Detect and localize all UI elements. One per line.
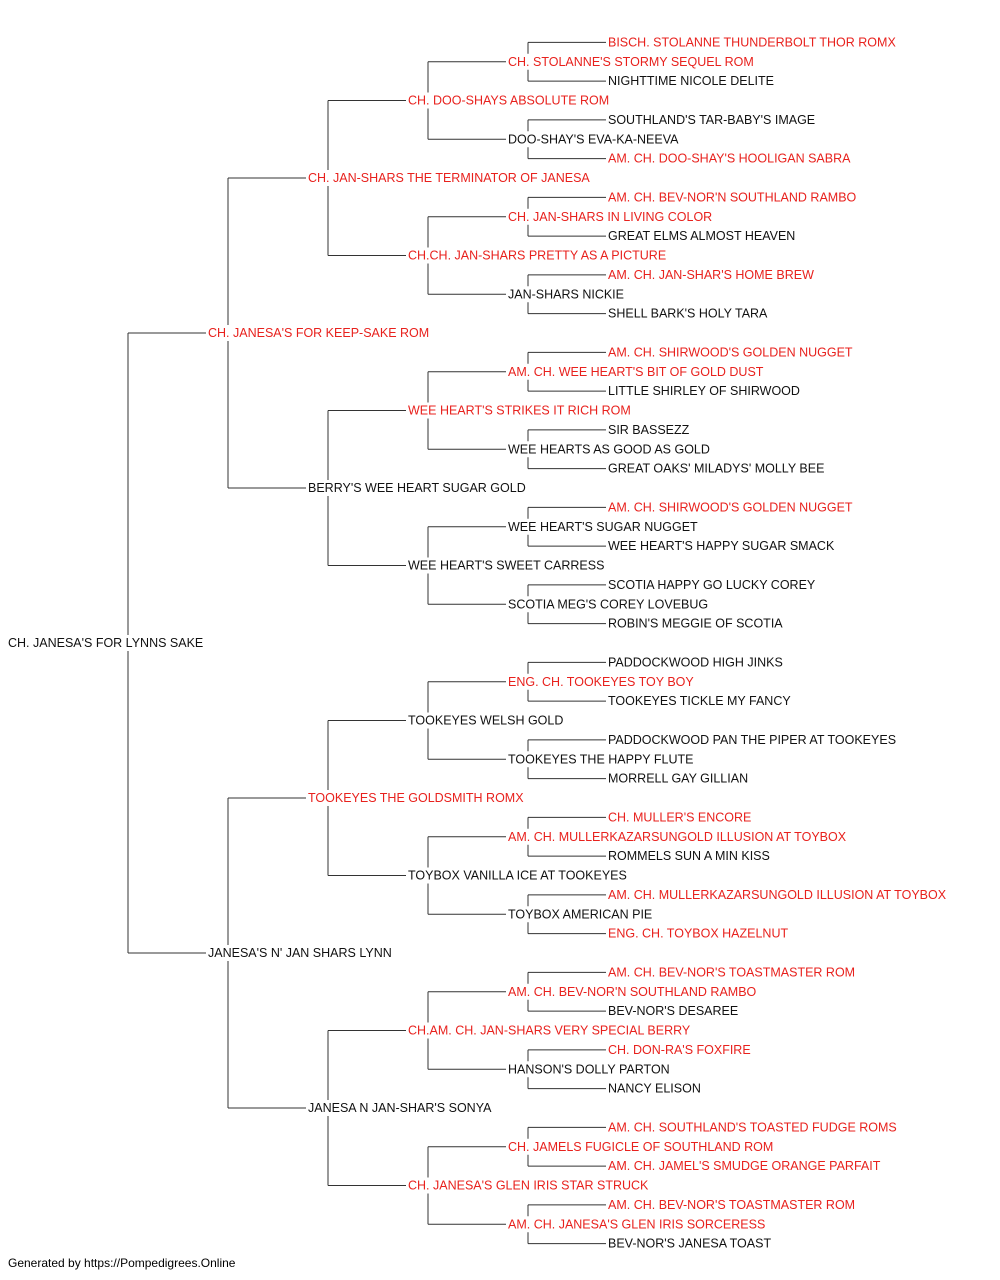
dog-name[interactable]: WEE HEART'S HAPPY SUGAR SMACK: [608, 539, 835, 553]
dog-name[interactable]: AM. CH. SOUTHLAND'S TOASTED FUDGE ROMS: [608, 1120, 897, 1134]
dog-name[interactable]: SOUTHLAND'S TAR-BABY'S IMAGE: [608, 113, 815, 127]
dog-name[interactable]: TOOKEYES THE HAPPY FLUTE: [508, 752, 693, 766]
dog-name[interactable]: AM. CH. BEV-NOR'N SOUTHLAND RAMBO: [608, 190, 857, 204]
dog-name[interactable]: TOYBOX VANILLA ICE AT TOOKEYES: [408, 869, 627, 883]
dog-name[interactable]: AM. CH. JANESA'S GLEN IRIS SORCERESS: [508, 1217, 765, 1231]
dog-name[interactable]: SIR BASSEZZ: [608, 423, 690, 437]
dog-name[interactable]: AM. CH. BEV-NOR'S TOASTMASTER ROM: [608, 1198, 855, 1212]
dog-name[interactable]: CH. STOLANNE'S STORMY SEQUEL ROM: [508, 55, 754, 69]
dog-name[interactable]: SCOTIA MEG'S COREY LOVEBUG: [508, 597, 708, 611]
dog-name[interactable]: BEV-NOR'S JANESA TOAST: [608, 1237, 771, 1251]
dog-name[interactable]: CH. JANESA'S FOR KEEP-SAKE ROM: [208, 326, 429, 340]
dog-name[interactable]: CH. DOO-SHAYS ABSOLUTE ROM: [408, 94, 609, 108]
dog-name[interactable]: AM. CH. JAMEL'S SMUDGE ORANGE PARFAIT: [608, 1159, 881, 1173]
dog-name[interactable]: TOYBOX AMERICAN PIE: [508, 907, 652, 921]
dog-name[interactable]: BISCH. STOLANNE THUNDERBOLT THOR ROMX: [608, 35, 896, 49]
dog-name[interactable]: NIGHTTIME NICOLE DELITE: [608, 74, 774, 88]
dog-name[interactable]: WEE HEARTS AS GOOD AS GOLD: [508, 442, 710, 456]
dog-name[interactable]: CH.AM. CH. JAN-SHARS VERY SPECIAL BERRY: [408, 1024, 691, 1038]
dog-name[interactable]: BEV-NOR'S DESAREE: [608, 1004, 738, 1018]
dog-name[interactable]: AM. CH. MULLERKAZARSUNGOLD ILLUSION AT T…: [608, 888, 947, 902]
dog-name[interactable]: PADDOCKWOOD PAN THE PIPER AT TOOKEYES: [608, 733, 896, 747]
dog-name[interactable]: TOOKEYES THE GOLDSMITH ROMX: [308, 791, 524, 805]
dog-name[interactable]: SCOTIA HAPPY GO LUCKY COREY: [608, 578, 816, 592]
dog-name[interactable]: SHELL BARK'S HOLY TARA: [608, 307, 768, 321]
dog-name[interactable]: NANCY ELISON: [608, 1082, 701, 1096]
dog-name[interactable]: AM. CH. BEV-NOR'S TOASTMASTER ROM: [608, 965, 855, 979]
dog-name[interactable]: CH. JAN-SHARS THE TERMINATOR OF JANESA: [308, 171, 590, 185]
dog-name[interactable]: DOO-SHAY'S EVA-KA-NEEVA: [508, 132, 679, 146]
dog-name[interactable]: AM. CH. BEV-NOR'N SOUTHLAND RAMBO: [508, 985, 757, 999]
dog-name[interactable]: WEE HEART'S STRIKES IT RICH ROM: [408, 404, 631, 418]
dog-name[interactable]: CH. JANESA'S GLEN IRIS STAR STRUCK: [408, 1179, 649, 1193]
dog-name[interactable]: WEE HEART'S SUGAR NUGGET: [508, 520, 698, 534]
dog-name[interactable]: ROMMELS SUN A MIN KISS: [608, 849, 770, 863]
dog-name[interactable]: AM. CH. SHIRWOOD'S GOLDEN NUGGET: [608, 500, 853, 514]
dog-name[interactable]: ENG. CH. TOOKEYES TOY BOY: [508, 675, 694, 689]
dog-name[interactable]: JAN-SHARS NICKIE: [508, 287, 624, 301]
dog-name[interactable]: BERRY'S WEE HEART SUGAR GOLD: [308, 481, 526, 495]
dog-name[interactable]: CH. MULLER'S ENCORE: [608, 810, 751, 824]
dog-name[interactable]: CH. JANESA'S FOR LYNNS SAKE: [8, 636, 203, 650]
dog-name[interactable]: LITTLE SHIRLEY OF SHIRWOOD: [608, 384, 800, 398]
dog-name[interactable]: ENG. CH. TOYBOX HAZELNUT: [608, 927, 788, 941]
dog-name[interactable]: AM. CH. WEE HEART'S BIT OF GOLD DUST: [508, 365, 764, 379]
dog-name[interactable]: CH. JAN-SHARS IN LIVING COLOR: [508, 210, 712, 224]
dog-name[interactable]: GREAT ELMS ALMOST HEAVEN: [608, 229, 795, 243]
dog-name[interactable]: JANESA'S N' JAN SHARS LYNN: [208, 946, 392, 960]
dog-name[interactable]: HANSON'S DOLLY PARTON: [508, 1062, 670, 1076]
dog-name[interactable]: CH.CH. JAN-SHARS PRETTY AS A PICTURE: [408, 249, 666, 263]
dog-name[interactable]: AM. CH. MULLERKAZARSUNGOLD ILLUSION AT T…: [508, 830, 847, 844]
dog-name[interactable]: JANESA N JAN-SHAR'S SONYA: [308, 1101, 492, 1115]
dog-name[interactable]: AM. CH. SHIRWOOD'S GOLDEN NUGGET: [608, 345, 853, 359]
dog-name[interactable]: CH. JAMELS FUGICLE OF SOUTHLAND ROM: [508, 1140, 773, 1154]
dog-name[interactable]: GREAT OAKS' MILADYS' MOLLY BEE: [608, 462, 824, 476]
dog-name[interactable]: ROBIN'S MEGGIE OF SCOTIA: [608, 617, 783, 631]
dog-name[interactable]: CH. DON-RA'S FOXFIRE: [608, 1043, 751, 1057]
dog-name[interactable]: AM. CH. JAN-SHAR'S HOME BREW: [608, 268, 814, 282]
footer-credit: Generated by https://Pompedigrees.Online: [8, 1256, 236, 1270]
dog-name[interactable]: AM. CH. DOO-SHAY'S HOOLIGAN SABRA: [608, 152, 851, 166]
dog-name[interactable]: PADDOCKWOOD HIGH JINKS: [608, 655, 783, 669]
dog-name[interactable]: MORRELL GAY GILLIAN: [608, 772, 748, 786]
dog-name[interactable]: TOOKEYES WELSH GOLD: [408, 714, 563, 728]
dog-name[interactable]: TOOKEYES TICKLE MY FANCY: [608, 694, 791, 708]
dog-name[interactable]: WEE HEART'S SWEET CARRESS: [408, 559, 604, 573]
